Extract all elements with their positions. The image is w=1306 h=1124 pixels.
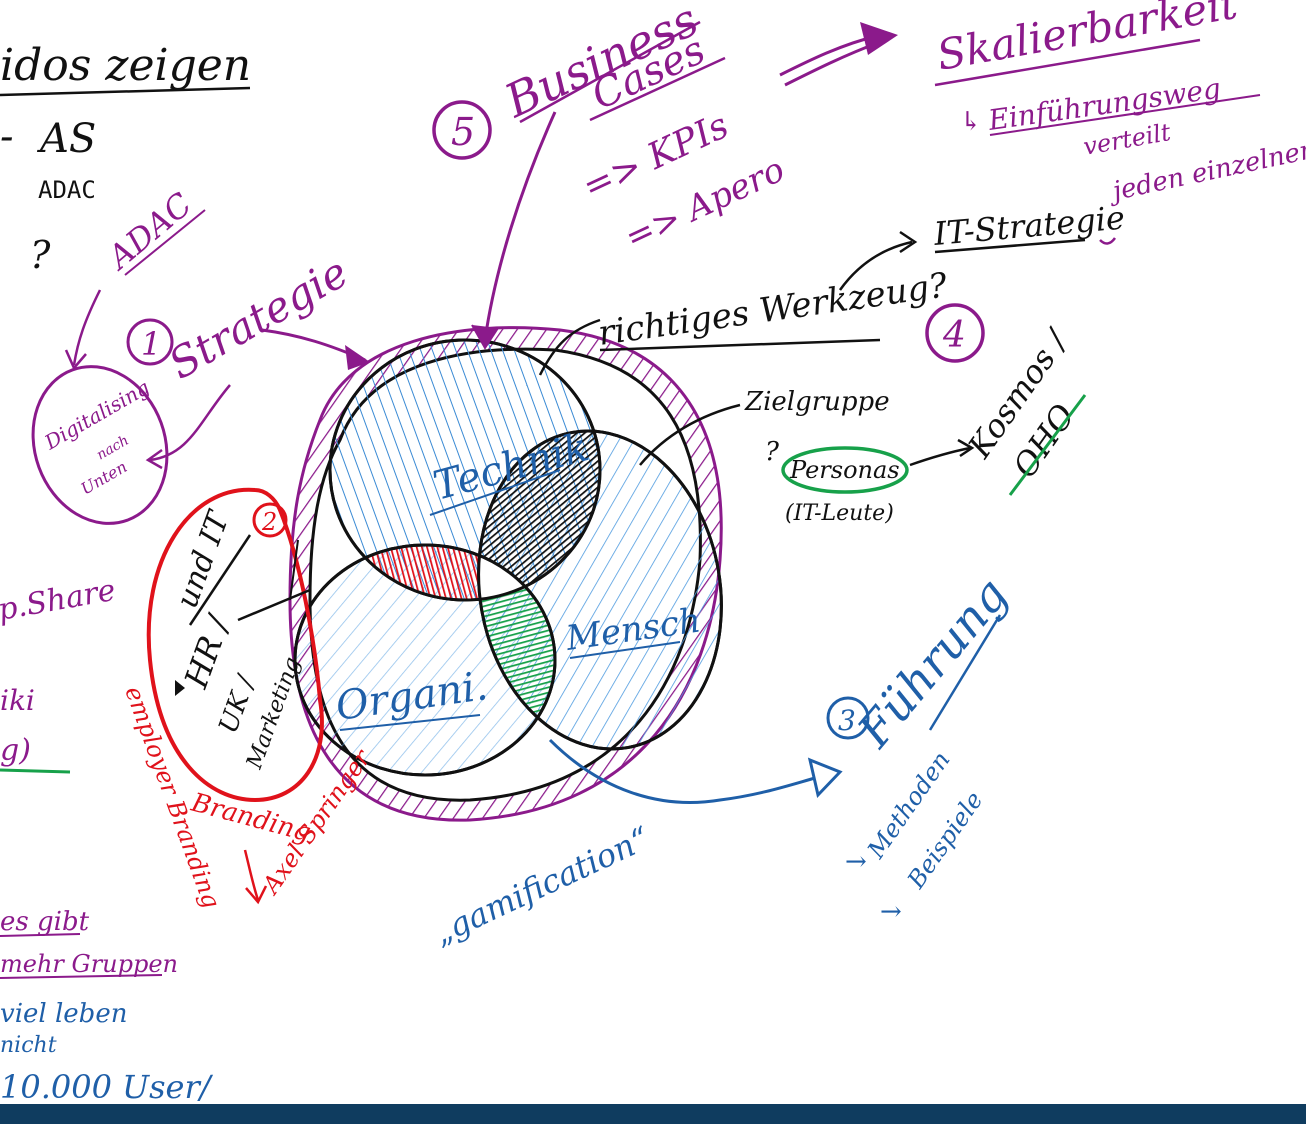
gamification-text: „gamification“ xyxy=(427,819,655,952)
number-4-circle xyxy=(925,303,985,363)
mehr-gruppen-text: mehr Gruppen xyxy=(0,950,178,978)
personas-arrow xyxy=(909,446,971,467)
question-mark: ? xyxy=(30,233,51,277)
venn-diagram: Technik Mensch Organi. xyxy=(293,338,723,777)
number-4: 4 xyxy=(942,315,966,356)
footer-bar xyxy=(0,1104,1306,1124)
axel-arrow xyxy=(243,849,260,901)
business-number-circle xyxy=(432,100,492,160)
richtiges-werkzeug-text: richtiges Werkzeug? xyxy=(596,265,951,354)
employer-red-loop xyxy=(146,487,324,803)
zielgruppe-question: ? xyxy=(765,437,780,467)
employer-line-1: und IT xyxy=(170,506,238,613)
left-notes: idos zeigen - AS ADAC ? p.Share iki g) e… xyxy=(0,40,251,1104)
employer-number: 2 xyxy=(261,508,277,536)
personas-ellipse xyxy=(781,446,909,494)
employer-line-4: Marketing xyxy=(242,654,306,773)
business-number: 5 xyxy=(451,110,475,154)
it-strategie-arrow xyxy=(838,240,913,291)
employer-number-circle xyxy=(252,502,288,538)
strategy-number: 1 xyxy=(141,325,161,363)
scalability-item-1: ↳ xyxy=(960,107,982,137)
strategy-number-circle xyxy=(126,318,174,366)
richtiges-pointer xyxy=(538,318,601,376)
scalability-item-1-text: Einführungsweg xyxy=(985,72,1222,137)
share-text: p.Share xyxy=(0,573,118,628)
leadership-number: 3 xyxy=(838,704,856,737)
bubble-line-1: Digitalising xyxy=(40,375,154,455)
es-gibt-text: es gibt xyxy=(0,907,90,937)
viel-leben-text: viel leben xyxy=(0,999,127,1029)
videos-zeigen-text: idos zeigen xyxy=(0,40,251,91)
strategy-curl-arrow xyxy=(149,384,231,462)
wiki-text: iki xyxy=(0,684,35,717)
zielgruppe-pointer xyxy=(639,403,741,466)
scalability-item-2: verteilt xyxy=(1081,118,1173,161)
it-leute-text: (IT-Leute) xyxy=(785,501,894,526)
business-arrow-down xyxy=(483,111,557,341)
as-label: AS xyxy=(36,116,96,162)
users-text: 10.000 User/ xyxy=(0,1068,214,1104)
bubble-line-3: Unten xyxy=(78,457,131,498)
nicht-text: nicht xyxy=(0,1033,57,1058)
paren-text: g) xyxy=(0,733,31,768)
personas-text: Personas xyxy=(789,456,900,484)
bubble-line-2: nach xyxy=(94,432,132,463)
digitalising-bubble xyxy=(31,365,169,525)
as-text: - xyxy=(0,114,14,160)
adac-text: ADAC xyxy=(38,176,96,204)
strategy-label: Strategie xyxy=(161,247,357,388)
zielgruppe-text: Zielgruppe xyxy=(744,387,890,417)
scalability-group: Skalierbarkeit ↳ Einführungsweg verteilt… xyxy=(933,0,1306,208)
beispiele-arrow: → xyxy=(880,897,902,927)
venn-overlap-technik-mensch xyxy=(478,431,600,600)
leadership-title: Führung xyxy=(846,568,1018,758)
leadership-number-circle xyxy=(826,696,870,740)
leadership-arrow xyxy=(548,738,816,804)
strategy-adac-label: ADAC xyxy=(98,185,199,278)
strategy-arrow-down xyxy=(72,289,102,366)
methoden-arrow: → xyxy=(845,847,867,877)
